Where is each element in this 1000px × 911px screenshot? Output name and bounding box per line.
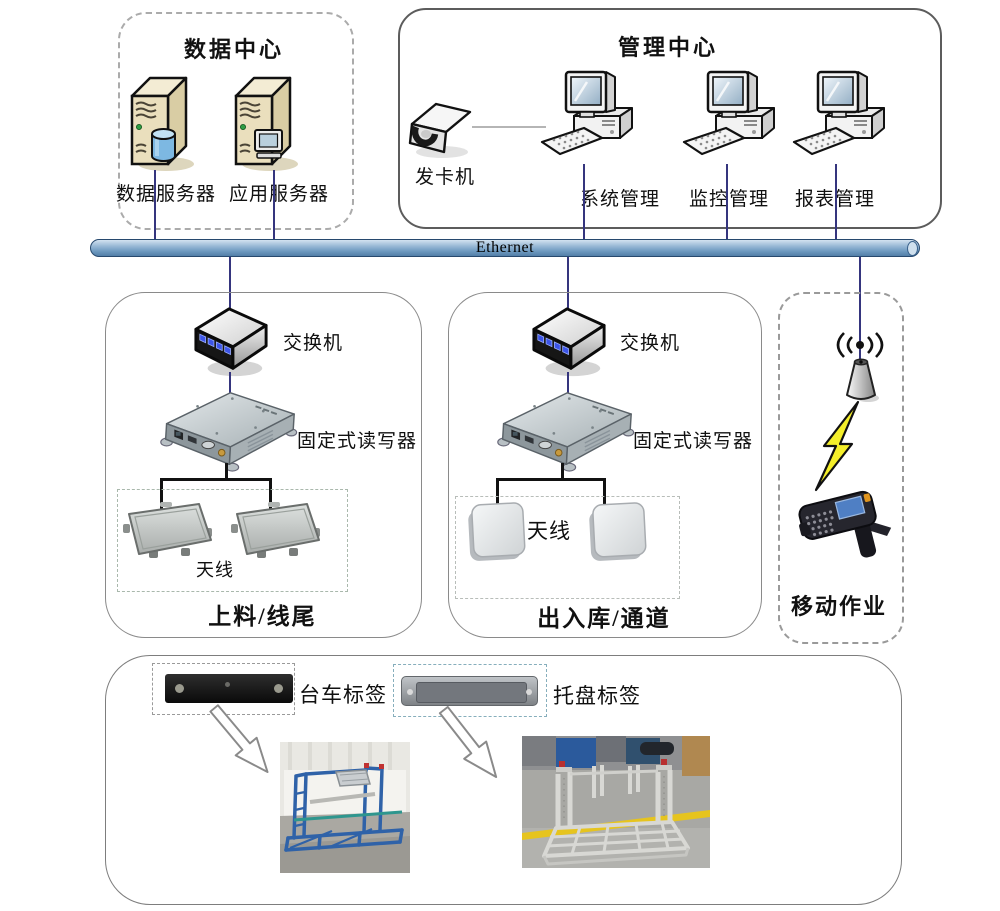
- reader-drop-line-2: [561, 463, 564, 480]
- gateway-zone-title: 出入库/通道: [537, 606, 671, 631]
- line-monitor-to-bus: [726, 164, 728, 240]
- mobile-zone-box: [778, 292, 904, 644]
- line-system-to-bus: [583, 164, 585, 240]
- antenna-drop-1a: [160, 478, 163, 509]
- line-bus-to-switch-1: [229, 257, 231, 309]
- trolley-tag-label: 台车标签: [299, 683, 387, 707]
- management-center-box: [398, 8, 942, 229]
- issuer-link-line: [472, 126, 546, 128]
- reader-drop-line-1: [225, 463, 228, 480]
- fixed-reader-icon-1: [155, 385, 300, 474]
- tag-hole: [175, 684, 184, 693]
- line-bus-to-switch-2: [567, 257, 569, 309]
- tag-hole: [407, 689, 413, 695]
- switch-label-2: 交换机: [620, 333, 681, 354]
- switch-icon-1: [190, 302, 272, 380]
- workstation-icon-monitor: [682, 66, 777, 166]
- data-center-box: [118, 12, 354, 230]
- antenna-label-2: 天线: [527, 519, 571, 543]
- data-server-icon: [124, 68, 200, 172]
- mobile-zone-title: 移动作业: [790, 594, 887, 619]
- reader-label-1: 固定式读写器: [297, 431, 418, 452]
- tags-section-box: [105, 655, 902, 905]
- management-center-title: 管理中心: [617, 35, 718, 60]
- tag-screw: [225, 682, 230, 687]
- app-server-label: 应用服务器: [228, 184, 329, 205]
- line-switch-to-reader-1: [229, 372, 231, 396]
- bus-end-cap: [907, 241, 918, 256]
- fixed-reader-icon-2: [492, 385, 637, 474]
- antenna-label-1: 天线: [196, 560, 234, 580]
- handheld-reader-icon: [796, 474, 900, 566]
- app-server-icon: [228, 68, 304, 172]
- antenna-icon-1a: [119, 498, 215, 562]
- antenna-bar-1: [160, 478, 272, 481]
- ethernet-label: Ethernet: [475, 239, 535, 256]
- line-switch-to-reader-2: [567, 372, 569, 396]
- antenna-drop-2a: [496, 478, 499, 505]
- antenna-group-box-2: [455, 496, 680, 599]
- line-report-to-bus: [835, 164, 837, 240]
- antenna-bar-2: [496, 478, 606, 481]
- line-bus-to-mobile: [859, 257, 861, 363]
- antenna-cone-icon: [841, 357, 881, 403]
- trolley-photo: [280, 742, 410, 873]
- line-data-server-to-bus: [154, 170, 156, 240]
- pallet-photo: [522, 736, 710, 868]
- ethernet-bus: [90, 239, 920, 257]
- line-app-server-to-bus: [273, 170, 275, 240]
- gateway-zone-box: [448, 292, 762, 638]
- antenna-group-box-1: [117, 489, 348, 592]
- reader-label-2: 固定式读写器: [633, 431, 754, 452]
- pallet-tag-frame: [393, 664, 547, 717]
- pallet-tag-panel: [416, 682, 527, 703]
- monitor-mgmt-label: 监控管理: [688, 189, 769, 210]
- antenna-icon-2b: [583, 498, 650, 567]
- switch-icon-2: [528, 302, 610, 380]
- antenna-icon-2a: [462, 498, 529, 567]
- switch-label-1: 交换机: [283, 333, 344, 354]
- trolley-tag: [165, 674, 293, 703]
- loading-zone-box: [105, 292, 422, 638]
- antenna-drop-2b: [603, 478, 606, 505]
- pallet-tag-label: 托盘标签: [553, 684, 641, 708]
- workstation-icon-report: [792, 66, 887, 166]
- antenna-drop-1b: [269, 478, 272, 509]
- data-server-label: 数据服务器: [115, 184, 216, 205]
- wireless-signal-icon: [831, 329, 889, 359]
- pallet-tag: [401, 676, 538, 706]
- loading-zone-title: 上料/线尾: [208, 604, 317, 629]
- tag-hole: [274, 684, 283, 693]
- system-mgmt-label: 系统管理: [579, 189, 660, 210]
- data-center-title: 数据中心: [183, 37, 284, 62]
- antenna-icon-1b: [227, 498, 323, 562]
- report-mgmt-label: 报表管理: [787, 184, 883, 211]
- workstation-icon-system: [540, 66, 635, 166]
- card-issuer-icon: [404, 96, 476, 160]
- tag-hole: [526, 689, 532, 695]
- card-issuer-label: 发卡机: [414, 167, 475, 188]
